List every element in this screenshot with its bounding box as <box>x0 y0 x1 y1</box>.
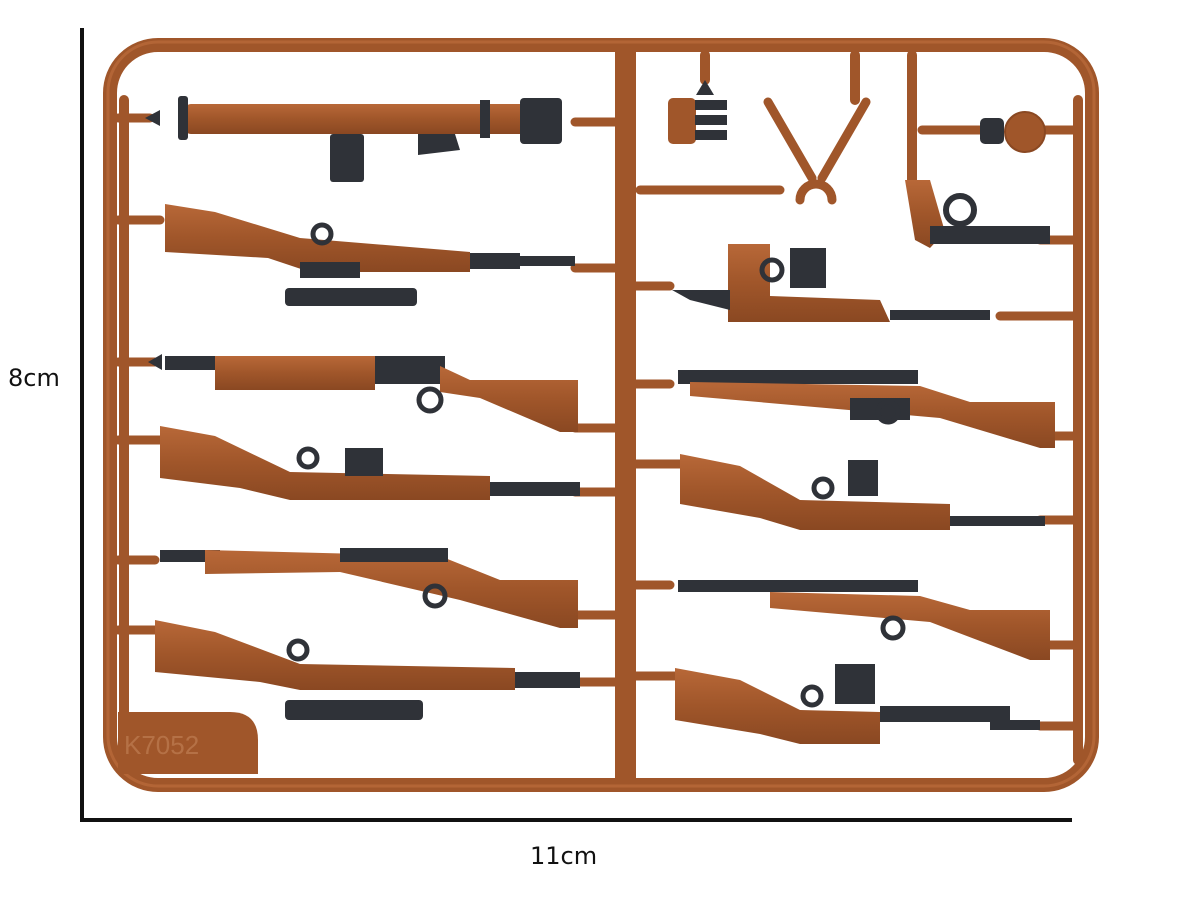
model-code-text: K7052 <box>124 730 199 760</box>
grenade-clip-part <box>668 80 727 144</box>
rifle-4-part <box>675 664 1040 744</box>
width-dimension-label: 11cm <box>530 842 598 870</box>
sprue-frame <box>103 38 1099 792</box>
revolver-part <box>905 180 1050 248</box>
smg-part <box>672 244 990 322</box>
rifle-2-part <box>680 454 1045 530</box>
rifle-3-part <box>678 580 1050 660</box>
bolt-rifle-2-part <box>160 548 578 628</box>
model-code-tab: K7052 <box>118 712 258 774</box>
height-dimension-label: 8cm <box>8 364 60 392</box>
scoped-rifle-1-part <box>165 204 575 306</box>
dimension-lines <box>80 28 1072 822</box>
grenade-part <box>980 111 1046 153</box>
bazooka-part <box>145 96 562 182</box>
lever-action-rifle-part <box>148 354 578 432</box>
bipod-part <box>763 97 871 205</box>
scoped-rifle-2-part <box>155 620 580 720</box>
rifle-1-part <box>678 370 1055 448</box>
bolt-rifle-1-part <box>160 426 580 500</box>
